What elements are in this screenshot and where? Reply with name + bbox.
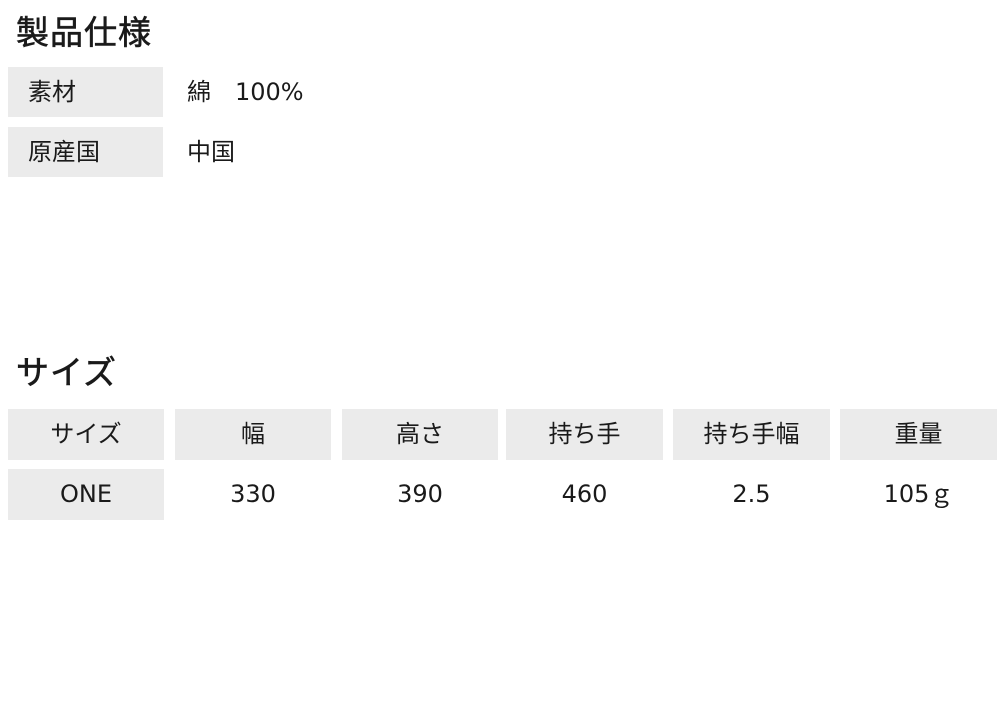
size-header-handle-width: 持ち手幅 [673, 409, 830, 460]
size-header-height: 高さ [342, 409, 498, 460]
size-cell-size: ONE [8, 469, 164, 520]
spec-row-origin: 原産国 中国 [8, 127, 608, 177]
spec-section-title: 製品仕様 [16, 13, 152, 53]
size-header-size: サイズ [8, 409, 164, 460]
size-cell-handle-width: 2.5 [732, 480, 771, 508]
spec-value-material: 綿 100% [187, 78, 304, 106]
size-header-width: 幅 [175, 409, 331, 460]
size-section-title: サイズ [16, 353, 118, 393]
size-header-handle: 持ち手 [506, 409, 663, 460]
size-cell-height: 390 [397, 480, 443, 508]
spec-label-material: 素材 [8, 67, 163, 117]
size-header-weight: 重量 [840, 409, 997, 460]
spec-label-origin: 原産国 [8, 127, 163, 177]
size-cell-weight: 105ｇ [883, 480, 954, 508]
size-cell-handle: 460 [561, 480, 608, 508]
spec-row-material: 素材 綿 100% [8, 67, 608, 117]
spec-value-origin: 中国 [187, 138, 235, 166]
size-cell-width: 330 [230, 480, 276, 508]
